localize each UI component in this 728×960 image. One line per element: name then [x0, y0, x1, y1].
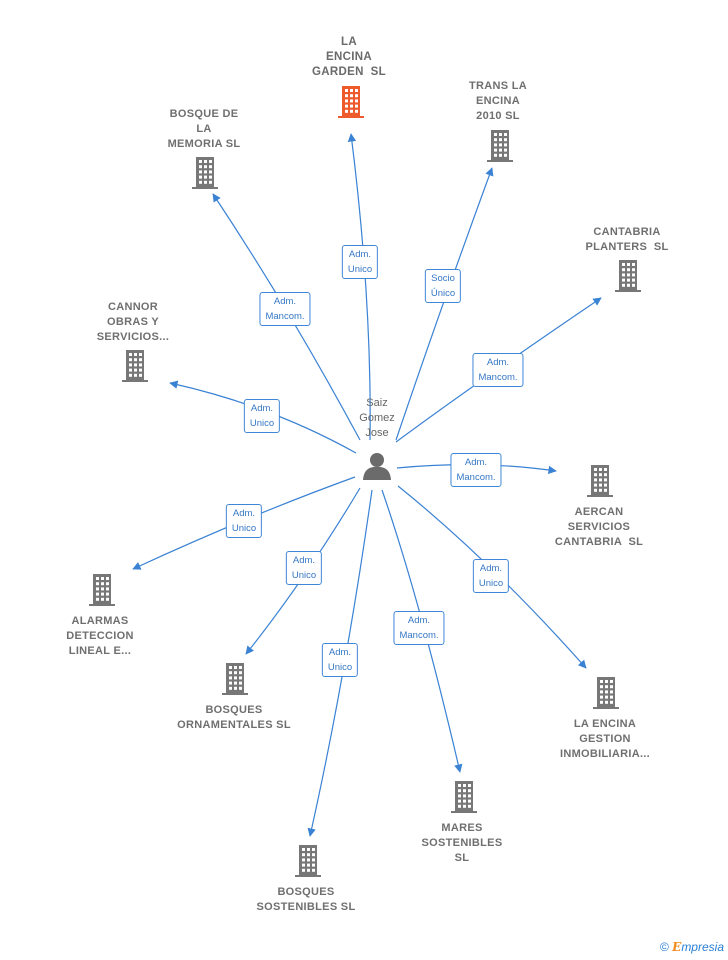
company-label-la-encina-gestion[interactable]: LA ENCINA GESTION INMOBILIARIA...	[559, 718, 651, 760]
role-badge-la-encina-gestion: Adm. Unico	[472, 559, 510, 593]
brand-logo-initial: E	[672, 940, 682, 954]
building-icon[interactable]	[487, 130, 513, 162]
role-badge-alarmas-deteccion: Adm. Unico	[225, 504, 263, 538]
company-label-trans-la-encina[interactable]: TRANS LA ENCINA 2010 SL	[468, 80, 528, 122]
company-label-mares-sostenibles[interactable]: MARES SOSTENIBLES SL	[421, 822, 503, 864]
company-label-cannor-obras[interactable]: CANNOR OBRAS Y SERVICIOS...	[96, 301, 170, 343]
role-badge-cannor-obras: Adm. Unico	[243, 399, 281, 433]
building-icon[interactable]	[338, 86, 364, 118]
company-label-bosques-ornamentales[interactable]: BOSQUES ORNAMENTALES SL	[177, 704, 291, 731]
person-icon[interactable]	[363, 453, 391, 480]
company-label-bosques-sostenibles[interactable]: BOSQUES SOSTENIBLES SL	[256, 886, 356, 913]
company-label-bosque-de-la-memoria[interactable]: BOSQUE DE LA MEMORIA SL	[167, 108, 241, 150]
company-label-aercan-servicios[interactable]: AERCAN SERVICIOS CANTABRIA SL	[554, 506, 644, 548]
building-icon[interactable]	[122, 350, 148, 382]
company-label-cantabria-planters[interactable]: CANTABRIA PLANTERS SL	[585, 226, 669, 253]
building-icon[interactable]	[593, 677, 619, 709]
footer-brand: © Empresia	[660, 940, 724, 954]
edge-trans-la-encina	[395, 167, 494, 441]
edge-la-encina-garden	[347, 133, 371, 441]
building-icon[interactable]	[587, 465, 613, 497]
building-icon[interactable]	[89, 574, 115, 606]
role-badge-mares-sostenibles: Adm. Mancom.	[393, 611, 445, 645]
brand-name: mpresia	[681, 940, 724, 954]
building-icon[interactable]	[451, 781, 477, 813]
role-badge-bosque-de-la-memoria: Adm. Mancom.	[259, 292, 311, 326]
building-icon[interactable]	[192, 157, 218, 189]
building-icon[interactable]	[615, 260, 641, 292]
role-badge-aercan-servicios: Adm. Mancom.	[450, 453, 502, 487]
building-icon[interactable]	[222, 663, 248, 695]
role-badge-bosques-ornamentales: Adm. Unico	[285, 551, 323, 585]
building-icon[interactable]	[295, 845, 321, 877]
center-person-label[interactable]: Saiz Gomez Jose	[359, 397, 395, 439]
role-badge-la-encina-garden: Adm. Unico	[341, 245, 379, 279]
copyright-symbol: ©	[659, 940, 669, 954]
company-label-la-encina-garden[interactable]: LA ENCINA GARDEN SL	[312, 36, 386, 78]
role-badge-bosques-sostenibles: Adm. Unico	[321, 643, 359, 677]
company-label-alarmas-deteccion[interactable]: ALARMAS DETECCION LINEAL E...	[66, 615, 134, 657]
role-badge-cantabria-planters: Adm. Mancom.	[472, 353, 524, 387]
role-badge-trans-la-encina: Socio Único	[424, 269, 462, 303]
